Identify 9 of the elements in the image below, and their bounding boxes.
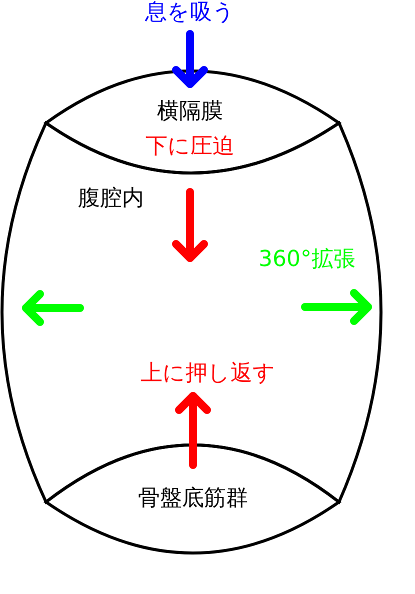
arrow [172,188,208,262]
action-text: 上に押し返す [140,361,276,387]
region-label: 腹腔内 [78,186,144,212]
expansion-label: 360°拡張 [258,247,356,273]
action-text: 息を吸う [145,0,235,26]
arrow [175,392,211,469]
region-label: 横隔膜 [157,99,223,125]
effect-text: 下に圧迫 [146,134,234,160]
region-label: 骨盤底筋群 [138,486,248,512]
